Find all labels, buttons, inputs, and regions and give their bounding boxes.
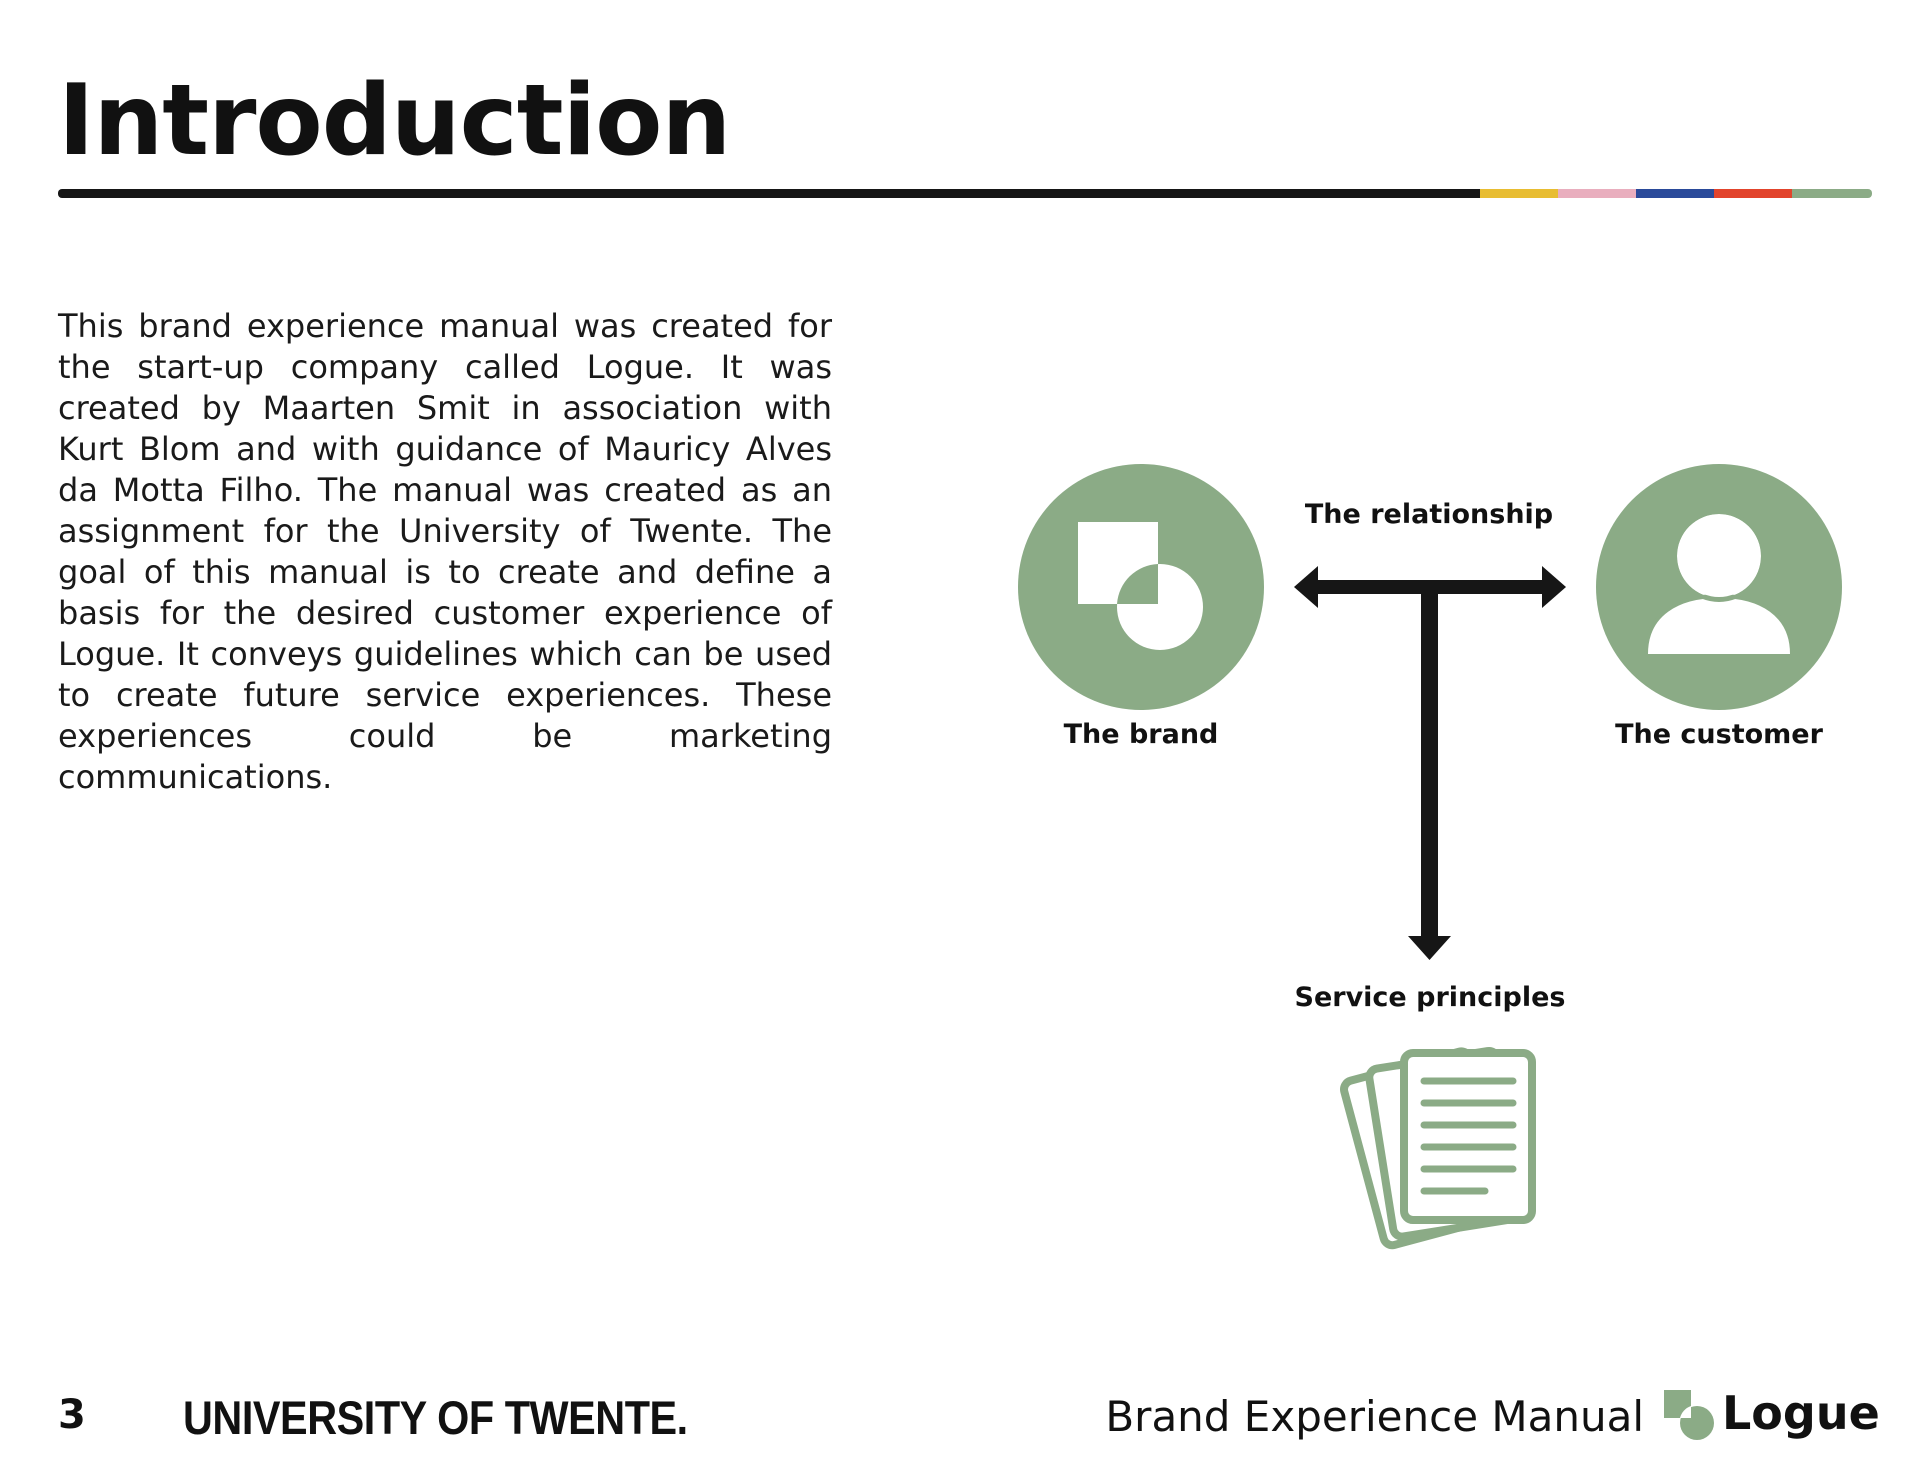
page-title: Introduction xyxy=(58,64,731,178)
university-logo-text: UNIVERSITY OF TWENTE. xyxy=(183,1391,688,1444)
page-number: 3 xyxy=(58,1392,86,1438)
title-underline xyxy=(58,189,1872,198)
logue-logo-icon xyxy=(1664,1390,1714,1440)
manual-title: Brand Experience Manual xyxy=(1105,1392,1644,1441)
user-icon xyxy=(1596,464,1842,710)
underline-blue xyxy=(1636,189,1714,198)
brand-name: Logue xyxy=(1722,1386,1880,1440)
underline-black xyxy=(58,189,1480,198)
customer-label: The customer xyxy=(1615,719,1823,750)
brand-shapes-icon xyxy=(1018,464,1264,710)
intro-paragraph: This brand experience manual was created… xyxy=(58,307,832,796)
service-principles-label: Service principles xyxy=(1294,982,1566,1013)
document-lines xyxy=(1420,1077,1517,1195)
underline-pink xyxy=(1558,189,1636,198)
down-arrow-icon xyxy=(1408,590,1451,960)
underline-green xyxy=(1792,189,1872,198)
underline-red xyxy=(1714,189,1792,198)
underline-yellow xyxy=(1480,189,1558,198)
brand-label: The brand xyxy=(1063,719,1219,750)
double-arrow-icon xyxy=(1294,566,1566,608)
relationship-label: The relationship xyxy=(1304,499,1554,530)
